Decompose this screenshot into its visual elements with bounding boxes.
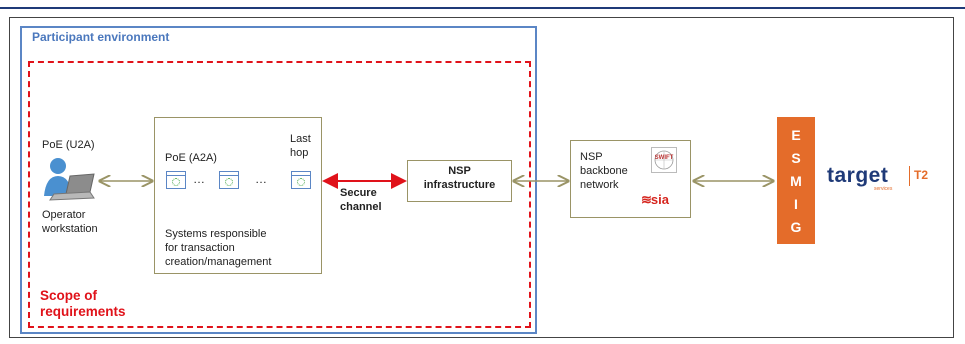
- last-hop-line1: Last: [290, 133, 311, 145]
- participant-environment-title: Participant environment: [32, 30, 170, 44]
- scope-label-line2: requirements: [40, 304, 126, 319]
- operator-caption-line2: workstation: [42, 223, 98, 235]
- systems-caption: Systems responsible for transaction crea…: [165, 227, 271, 269]
- operator-caption: Operator workstation: [42, 208, 98, 236]
- gear-icon: [225, 178, 233, 186]
- swift-logo-icon: [651, 147, 677, 173]
- nsp-line1: NSP: [448, 165, 471, 177]
- backbone-line1: NSP: [580, 151, 603, 163]
- systems-box: [154, 117, 322, 274]
- systems-caption-line2: for transaction: [165, 242, 235, 254]
- esmig-letter: I: [794, 196, 798, 212]
- esmig-label: E S M I G: [777, 124, 815, 239]
- scope-label-line1: Scope of: [40, 288, 98, 303]
- gear-icon: [297, 178, 305, 186]
- poe-u2a-label: PoE (U2A): [42, 139, 95, 151]
- app-window-gear-icon: [219, 171, 239, 189]
- scope-of-requirements-box: [28, 61, 531, 328]
- nsp-infrastructure-label: NSP infrastructure: [407, 164, 512, 192]
- target-logo-separator: [909, 166, 910, 186]
- systems-caption-line1: Systems responsible: [165, 228, 267, 240]
- target-logo-suffix: T2: [914, 168, 929, 182]
- target-logo: target: [827, 164, 889, 187]
- esmig-letter: S: [791, 150, 801, 166]
- app-window-gear-icon: [291, 171, 311, 189]
- scope-of-requirements-label: Scope of requirements: [40, 288, 126, 320]
- nsp-backbone-label: NSP backbone network: [580, 150, 628, 192]
- esmig-box: [777, 117, 815, 244]
- swift-logo-text: SWIFT: [654, 155, 674, 161]
- top-rule: [0, 7, 965, 9]
- ellipsis: …: [255, 172, 267, 186]
- poe-a2a-label: PoE (A2A): [165, 152, 217, 164]
- backbone-line3: network: [580, 179, 619, 191]
- nsp-line2: infrastructure: [423, 179, 496, 191]
- sia-logo-icon: ≋sia: [641, 192, 669, 207]
- secure-channel-label: Secure channel: [340, 186, 382, 214]
- target-logo-sub: services: [874, 186, 893, 192]
- user-workstation-icon: [44, 158, 95, 201]
- operator-caption-line1: Operator: [42, 209, 86, 221]
- last-hop-label: Last hop: [290, 132, 311, 160]
- esmig-letter: M: [790, 173, 802, 189]
- nsp-infrastructure-box: [407, 160, 512, 202]
- app-window-gear-icon: [166, 171, 186, 189]
- esmig-letter: G: [790, 219, 802, 235]
- systems-caption-line3: creation/management: [165, 256, 272, 268]
- diagram-frame: [9, 17, 954, 338]
- last-hop-line2: hop: [290, 147, 309, 159]
- gear-icon: [172, 178, 180, 186]
- ellipsis: …: [193, 172, 205, 186]
- backbone-line2: backbone: [580, 165, 628, 177]
- secure-channel-line2: channel: [340, 201, 382, 213]
- esmig-letter: E: [791, 127, 801, 143]
- secure-channel-line1: Secure: [340, 187, 377, 199]
- sia-logo-text: sia: [650, 192, 669, 207]
